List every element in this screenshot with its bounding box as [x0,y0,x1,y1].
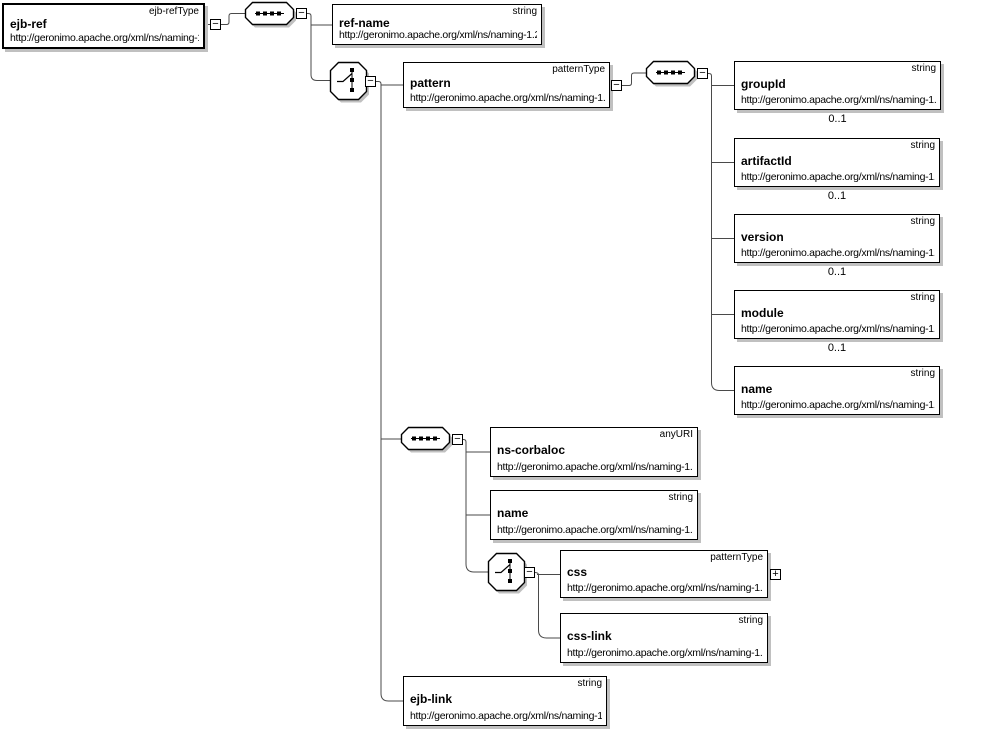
type-label: string [911,63,936,74]
namespace-url: http://geronimo.apache.org/xml/ns/naming… [410,93,605,104]
sequence-icon [400,426,452,453]
element-box-ref-name[interactable]: string ref-name http://geronimo.apache.o… [332,4,542,45]
type-label: patternType [552,64,605,75]
namespace-url: http://geronimo.apache.org/xml/ns/naming… [567,583,763,594]
namespace-url: http://geronimo.apache.org/xml/ns/naming… [567,648,763,659]
element-name: ejb-link [410,692,453,706]
namespace-url: http://geronimo.apache.org/xml/ns/naming… [741,324,935,335]
cardinality-label: 0..1 [827,190,847,202]
element-name: ref-name [339,15,390,30]
cardinality-label: 0..1 [827,342,847,354]
type-label: patternType [710,552,763,563]
collapse-icon[interactable]: − [697,67,708,79]
cardinality-label: 0..1 [827,266,847,278]
element-name: module [741,305,784,320]
type-label: ejb-refType [148,6,199,17]
type-label: string [910,368,935,379]
choice-icon [329,61,369,103]
element-box-ejb-ref[interactable]: ejb-refType ejb-ref http://geronimo.apac… [2,3,205,49]
element-box-css[interactable]: patternType css http://geronimo.apache.o… [560,550,768,598]
element-name: css-link [567,629,612,643]
sequence-icon [244,1,296,28]
namespace-url: http://geronimo.apache.org/xml/ns/naming… [10,33,199,44]
type-label: string [512,6,537,17]
collapse-icon[interactable]: − [296,7,307,19]
cardinality-label: 0..1 [828,113,847,125]
namespace-url: http://geronimo.apache.org/xml/ns/naming… [497,525,693,536]
element-box-module[interactable]: string module http://geronimo.apache.org… [734,290,940,339]
collapse-icon[interactable]: − [452,433,463,445]
element-name: css [567,565,588,579]
element-box-name-corba[interactable]: string name http://geronimo.apache.org/x… [490,490,698,540]
type-label: string [910,292,935,303]
element-box-css-link[interactable]: string css-link http://geronimo.apache.o… [560,613,768,663]
type-label: anyURI [659,429,693,440]
type-label: string [910,140,935,151]
namespace-url: http://geronimo.apache.org/xml/ns/naming… [741,248,935,259]
type-label: string [910,216,935,227]
element-box-name[interactable]: string name http://geronimo.apache.org/x… [734,366,940,415]
element-name: groupId [741,76,786,91]
type-label: string [738,615,763,626]
namespace-url: http://geronimo.apache.org/xml/ns/naming… [497,462,693,473]
sequence-icon [645,60,697,87]
choice-icon [487,552,527,594]
element-box-groupId[interactable]: string groupId http://geronimo.apache.or… [734,61,941,110]
element-name: name [497,506,529,520]
collapse-icon[interactable]: − [210,18,221,30]
collapse-icon[interactable]: − [524,566,535,578]
element-name: pattern [410,76,451,90]
type-label: string [668,492,693,503]
element-box-ns-corbaloc[interactable]: anyURI ns-corbaloc http://geronimo.apach… [490,427,698,477]
element-name: ejb-ref [10,17,47,31]
namespace-url: http://geronimo.apache.org/xml/ns/naming… [741,95,936,106]
collapse-icon[interactable]: − [365,75,376,87]
namespace-url: http://geronimo.apache.org/xml/ns/naming… [339,30,537,41]
element-box-artifactId[interactable]: string artifactId http://geronimo.apache… [734,138,940,187]
element-box-pattern[interactable]: patternType pattern http://geronimo.apac… [403,62,610,108]
namespace-url: http://geronimo.apache.org/xml/ns/naming… [741,172,935,183]
element-name: version [741,229,784,244]
element-name: artifactId [741,153,792,168]
element-name: name [741,381,773,396]
namespace-url: http://geronimo.apache.org/xml/ns/naming… [410,711,602,722]
expand-icon[interactable]: + [770,568,781,580]
element-name: ns-corbaloc [497,443,566,457]
type-label: string [577,678,602,689]
element-box-version[interactable]: string version http://geronimo.apache.or… [734,214,940,263]
namespace-url: http://geronimo.apache.org/xml/ns/naming… [741,400,935,411]
collapse-icon[interactable]: − [611,79,622,91]
element-box-ejb-link[interactable]: string ejb-link http://geronimo.apache.o… [403,676,607,726]
